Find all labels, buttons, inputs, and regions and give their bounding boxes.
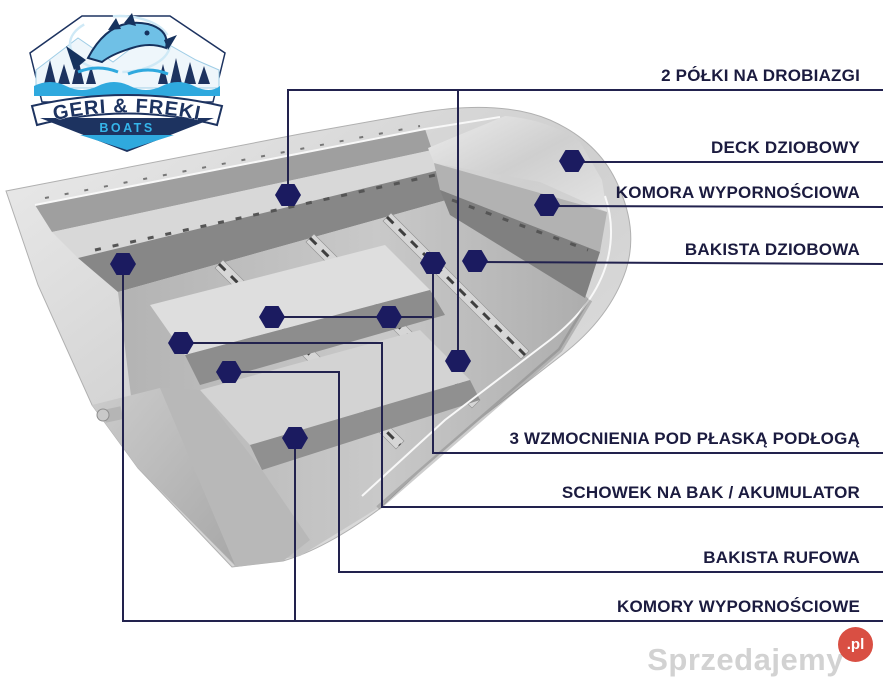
- label-deck-dziobowy: DECK DZIOBOWY: [711, 138, 860, 157]
- rib-1: [382, 212, 530, 360]
- label-bakista-dziobowa: BAKISTA DZIOBOWA: [684, 240, 860, 259]
- logo-arc-band: [30, 94, 224, 127]
- label-komora-wyp: KOMORA WYPORNOŚCIOWA: [615, 183, 860, 202]
- floor-edge-shadow: [376, 298, 593, 510]
- callout-line-polki: [287, 89, 883, 352]
- drain-plug-cap: [96, 408, 110, 422]
- label-polki: 2 PÓŁKI NA DROBIAZGI: [661, 66, 860, 85]
- stern-box-top: [200, 330, 470, 445]
- logo-wave-band: [34, 82, 220, 96]
- mid-bench-top: [150, 245, 430, 355]
- label-wzmocnienia: 3 WZMOCNIENIA POD PŁASKĄ PODŁOGĄ: [509, 429, 860, 448]
- watermark-text: Sprzedajemy: [647, 642, 844, 677]
- transom: [92, 388, 235, 565]
- port-lower-wall: [78, 168, 468, 292]
- callout-lines: [122, 89, 884, 622]
- port-inner-wall: [35, 129, 432, 232]
- callout-line-komora-wyp: [547, 205, 884, 208]
- bow-bench-shadow: [440, 190, 600, 298]
- stern-box-front: [250, 380, 480, 470]
- logo-fish: [66, 13, 177, 70]
- callout-line-bakista-rufowa: [230, 371, 883, 573]
- port-shelf: [52, 150, 448, 258]
- logo-splash: [77, 66, 169, 76]
- brand-logo: GERI & FREKI BOATS: [29, 13, 226, 152]
- label-komory-wyp: KOMORY WYPORNOŚCIOWE: [617, 597, 860, 616]
- rivet-rows: [44, 125, 589, 252]
- label-schowek: SCHOWEK NA BAK / AKUMULATOR: [561, 483, 860, 502]
- callout-line-wzmocnienia: [272, 264, 883, 454]
- label-bakista-rufowa: BAKISTA RUFOWA: [703, 548, 860, 567]
- logo-chevron-inner: [80, 135, 174, 150]
- bow-bench-face: [434, 163, 607, 252]
- callout-line-bakista-dziobowa: [475, 261, 884, 265]
- callout-line-schowek: [182, 342, 883, 508]
- bow-deck: [428, 116, 607, 212]
- boat-hull: [5, 106, 632, 568]
- stern-interior: [160, 388, 310, 567]
- watermark: Sprzedajemy.pl: [647, 627, 879, 688]
- logo-subtitle-text: BOATS: [99, 121, 154, 135]
- watermark-pl-badge: .pl: [838, 627, 873, 662]
- metal-highlights: [34, 116, 613, 497]
- callout-line-komory-wyp: [122, 265, 883, 622]
